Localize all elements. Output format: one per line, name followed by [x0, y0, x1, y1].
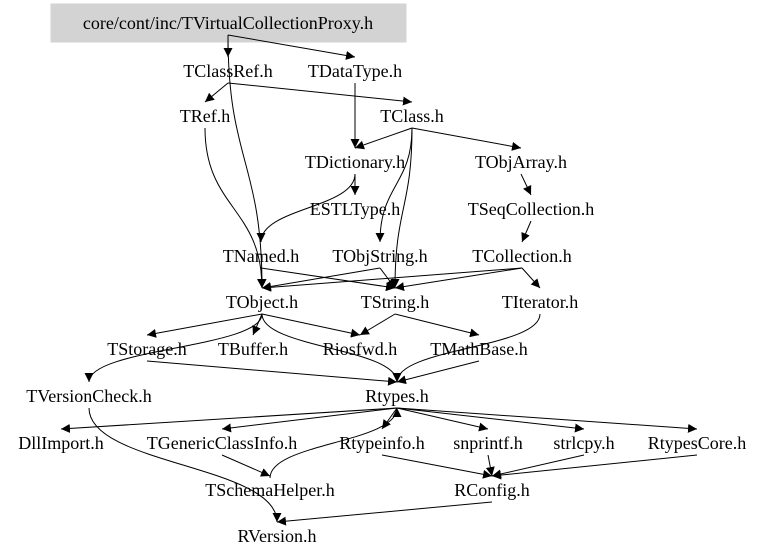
edge-TClassRef-to-TRef [204, 82, 229, 103]
edge-TClassRef-to-TClass [227, 82, 413, 106]
node-RConfig[interactable]: RConfig.h [454, 480, 530, 500]
edge-TMathBase-to-Rtypes [396, 360, 480, 385]
node-TSeqCollection[interactable]: TSeqCollection.h [468, 199, 594, 219]
node-TMathBase[interactable]: TMathBase.h [430, 339, 527, 359]
edge-TString-to-TMathBase [394, 313, 480, 338]
edge-Rtypes-to-strlcpy [396, 407, 585, 433]
edge-TVersionCheck-to-RVersion [88, 407, 282, 523]
edge-TCollection-to-TString [394, 267, 523, 292]
edge-TDictionary-to-TNamed [256, 173, 356, 243]
edge-Rtypes-to-DllImport [60, 407, 398, 433]
node-strlcpy[interactable]: strlcpy.h [553, 433, 614, 453]
node-TIterator[interactable]: TIterator.h [502, 292, 578, 312]
node-TDataType[interactable]: TDataType.h [308, 61, 402, 81]
node-snprintf[interactable]: snprintf.h [453, 433, 523, 453]
node-ESTLType[interactable]: ESTLType.h [310, 199, 401, 219]
edge-TString-to-Riosfwd [359, 313, 396, 336]
edge-TIterator-to-Rtypes [392, 313, 541, 383]
node-Rtypeinfo[interactable]: Rtypeinfo.h [339, 433, 425, 453]
node-TDictionary[interactable]: TDictionary.h [305, 152, 405, 172]
node-Rtypes[interactable]: Rtypes.h [365, 386, 429, 406]
node-TStorage[interactable]: TStorage.h [107, 339, 186, 359]
edge-Rtypes-to-TGenericClassInfo [221, 407, 398, 433]
node-TObjArray[interactable]: TObjArray.h [475, 152, 567, 172]
edge-TObject-to-Rtypes [261, 313, 402, 383]
edge-RConfig-to-RVersion [276, 501, 493, 526]
edge-TClass-to-TObjString [375, 127, 413, 243]
node-TGenericClassInfo[interactable]: TGenericClassInfo.h [147, 433, 297, 453]
edge-Rtypeinfo-to-RConfig [381, 454, 493, 479]
edge-Rtypes-to-Rtypeinfo [381, 407, 398, 430]
edge-root-to-TObject [227, 34, 267, 289]
node-Riosfwd[interactable]: Riosfwd.h [323, 339, 398, 359]
node-RtypesCore[interactable]: RtypesCore.h [648, 433, 747, 453]
edge-strlcpy-to-RConfig [491, 454, 585, 479]
node-DllImport[interactable]: DllImport.h [18, 433, 104, 453]
edge-TObject-to-Riosfwd [261, 313, 361, 338]
edge-TObjString-to-TObject [261, 267, 381, 291]
node-TClass[interactable]: TClass.h [380, 106, 444, 126]
node-TRef[interactable]: TRef.h [180, 106, 230, 126]
edge-TObject-to-TBuffer [252, 313, 263, 336]
node-TBuffer[interactable]: TBuffer.h [218, 339, 288, 359]
node-TObject[interactable]: TObject.h [226, 292, 298, 312]
node-TString[interactable]: TString.h [361, 292, 430, 312]
edge-TSeqCollection-to-TCollection [521, 220, 532, 243]
edge-TNamed-to-TString [260, 267, 396, 292]
edge-RtypesCore-to-RConfig [491, 454, 698, 480]
edge-TNamed-to-TObject [257, 267, 267, 289]
edge-TRef-to-TObject [204, 127, 267, 289]
root-node-label[interactable]: core/cont/inc/TVirtualCollectionProxy.h [83, 13, 373, 33]
edge-TClass-to-TObjArray [411, 127, 522, 151]
node-RVersion[interactable]: RVersion.h [237, 526, 316, 546]
node-TVersionCheck[interactable]: TVersionCheck.h [26, 386, 151, 406]
edge-TObjArray-to-TSeqCollection [520, 173, 532, 196]
edge-TGenericClassInfo-to-TSchemaHelper [221, 454, 271, 477]
edge-TObject-to-TVersionCheck [84, 313, 263, 383]
edge-TCollection-to-TIterator [521, 267, 541, 289]
node-TObjString[interactable]: TObjString.h [332, 246, 427, 266]
node-TSchemaHelper[interactable]: TSchemaHelper.h [205, 480, 334, 500]
edge-TClass-to-TString [390, 127, 413, 289]
edge-TObject-to-TStorage [146, 313, 263, 338]
edge-TStorage-to-Rtypes [146, 360, 398, 386]
edge-snprintf-to-RConfig [485, 454, 495, 477]
node-TCollection[interactable]: TCollection.h [472, 246, 571, 266]
edge-TClass-to-TDictionary [354, 127, 413, 150]
edge-root-to-TDataType [227, 34, 356, 60]
node-TClassRef[interactable]: TClassRef.h [183, 61, 273, 81]
edge-Rtypes-to-RtypesCore [396, 407, 698, 433]
edge-TSchemaHelper-to-Rtypes [269, 407, 402, 479]
edge-Rtypes-to-snprintf [396, 407, 489, 432]
edge-TCollection-to-TObject [261, 267, 523, 292]
node-TNamed[interactable]: TNamed.h [223, 246, 299, 266]
